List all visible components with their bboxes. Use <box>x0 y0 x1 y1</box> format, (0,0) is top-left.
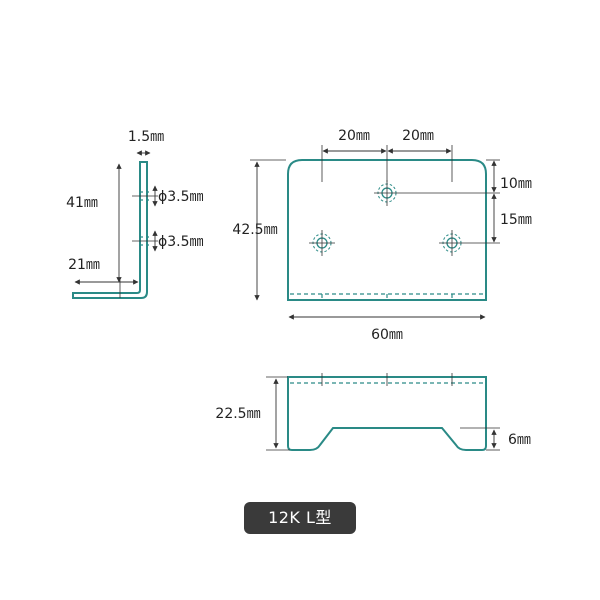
foot-21-label: 21㎜ <box>68 257 100 273</box>
width-label: 60㎜ <box>371 327 403 343</box>
hole2-label: ϕ3.5㎜ <box>158 234 204 250</box>
height-label: 42.5㎜ <box>232 222 277 238</box>
thickness-label: 1.5㎜ <box>128 129 164 145</box>
side-view: 1.5㎜ 41㎜ ϕ3.5㎜ ϕ3.5㎜ 21㎜ <box>66 129 204 299</box>
notch-label: 6㎜ <box>508 432 531 448</box>
hole-left <box>309 230 335 256</box>
model-caption: 12K L型 <box>244 502 356 534</box>
side-profile <box>72 161 148 299</box>
hole-top <box>374 180 400 206</box>
hole1-label: ϕ3.5㎜ <box>158 189 204 205</box>
depth-label: 22.5㎜ <box>215 406 260 422</box>
spacing-right-label: 20㎜ <box>402 128 434 144</box>
hole-drop-label: 15㎜ <box>500 212 532 228</box>
front-plate <box>287 159 487 301</box>
hole-right <box>439 230 465 256</box>
height-41-label: 41㎜ <box>66 195 98 211</box>
bottom-view: 22.5㎜ 6㎜ <box>215 373 531 451</box>
bottom-plate <box>287 376 487 451</box>
front-view: 20㎜ 20㎜ 10㎜ 15㎜ 42.5㎜ 60㎜ <box>232 128 531 343</box>
spacing-left-label: 20㎜ <box>338 128 370 144</box>
top-offset-label: 10㎜ <box>500 176 532 192</box>
